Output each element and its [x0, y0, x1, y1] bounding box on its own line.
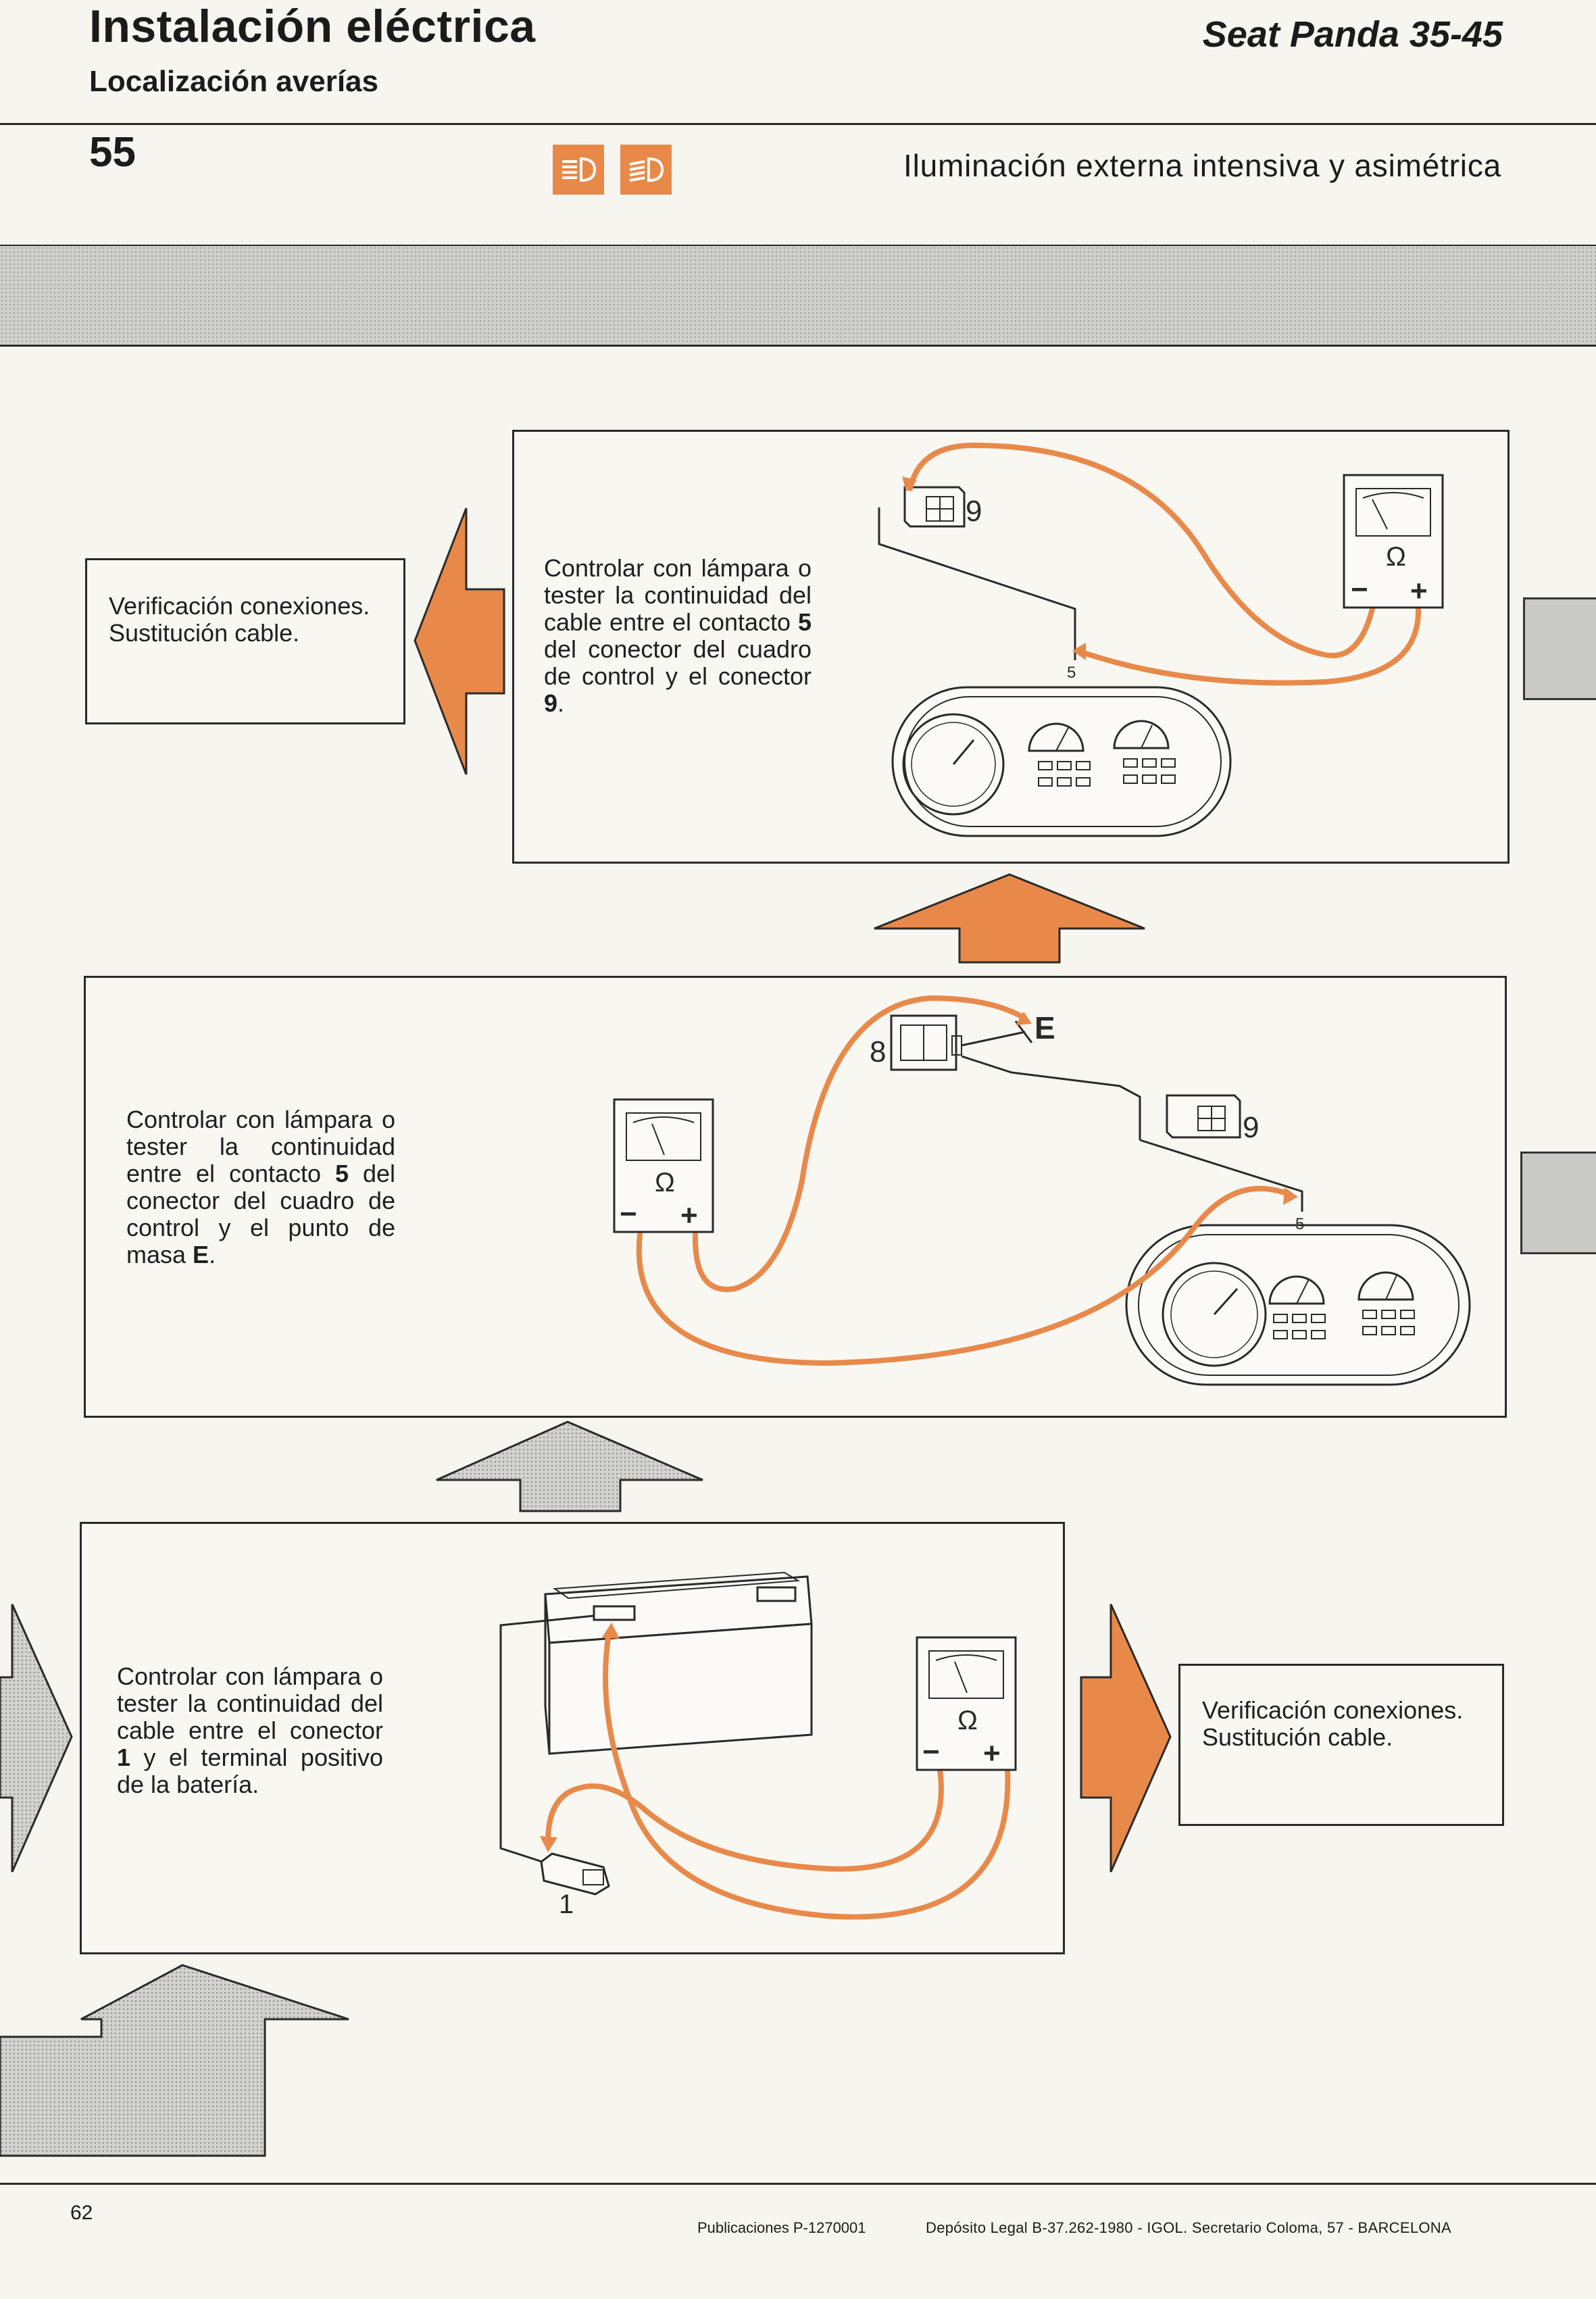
contact-5-label: 5 [1295, 1215, 1304, 1233]
section-number: 55 [89, 129, 136, 176]
ground-point-label: E [1034, 1010, 1055, 1045]
ohm-symbol: Ω [655, 1168, 675, 1197]
middle-step-panel: Controlar con lámpara o tester la contin… [84, 976, 1507, 1418]
middle-diagram: 8 E 5 9 Ω − + [613, 995, 1471, 1386]
top-instruction: Controlar con lámpara o tester la contin… [544, 554, 812, 717]
bottom-step-panel: Controlar con lámpara o tester la contin… [80, 1522, 1065, 1954]
bottom-diagram: 1 Ω − + [499, 1571, 1017, 1920]
up-gray-arrow-large [0, 1964, 349, 2157]
side-box-line: Sustitución cable. [109, 619, 300, 647]
up-orange-arrow [874, 873, 1145, 964]
ohmmeter: Ω − + [916, 1636, 1017, 1771]
ohm-symbol: Ω [957, 1706, 978, 1735]
publication-code: Publicaciones P-1270001 [697, 2219, 866, 2236]
left-orange-arrow [414, 508, 505, 775]
connector-8 [890, 1014, 962, 1071]
plus-sign: + [983, 1737, 1001, 1770]
bottom-instruction: Controlar con lámpara o tester la contin… [117, 1662, 383, 1798]
footer-rule [0, 2183, 1596, 2185]
document-title: Instalación eléctrica [89, 1, 536, 52]
gray-band [0, 246, 1596, 345]
top-step-panel: Controlar con lámpara o tester la contin… [512, 430, 1510, 864]
low-beam-icon [620, 145, 672, 195]
document-subtitle: Localización averías [89, 65, 378, 98]
connector-1-label: 1 [559, 1889, 574, 1919]
minus-sign: − [922, 1735, 940, 1769]
connector-1 [540, 1852, 610, 1896]
connector-9-label: 9 [966, 495, 982, 528]
header-rule [0, 123, 1596, 125]
contact-5-label: 5 [1067, 664, 1076, 682]
bottom-side-box: Verificación conexiones. Sustitución cab… [1178, 1664, 1504, 1826]
edge-tab [1520, 1152, 1596, 1254]
side-box-line: Verificación conexiones. [1202, 1696, 1464, 1724]
edge-tab [1523, 597, 1596, 700]
plus-sign: + [680, 1199, 698, 1232]
section-title: Iluminación externa intensiva y asimétri… [903, 148, 1501, 183]
instrument-cluster [1125, 1224, 1471, 1386]
battery [544, 1571, 813, 1755]
plus-sign: + [1410, 574, 1428, 608]
side-box-line: Verificación conexiones. [109, 592, 370, 620]
right-orange-arrow [1080, 1604, 1172, 1873]
page-number: 62 [70, 2202, 93, 2224]
up-gray-arrow [436, 1420, 703, 1512]
middle-instruction: Controlar con lámpara o tester la contin… [126, 1106, 395, 1268]
ohmmeter: Ω − + [1343, 474, 1444, 609]
vehicle-model: Seat Panda 35-45 [1202, 14, 1503, 55]
minus-sign: − [620, 1197, 637, 1231]
band-bottom-rule [0, 345, 1596, 347]
connector-9-label: 9 [1243, 1111, 1259, 1144]
instrument-cluster [891, 686, 1232, 837]
left-gray-arrow [0, 1604, 73, 1873]
band-top-rule [0, 245, 1596, 247]
connector-8-label: 8 [870, 1035, 886, 1068]
top-diagram: 5 9 Ω − + [878, 442, 1444, 837]
connector-9 [903, 486, 966, 528]
high-beam-icon [553, 145, 604, 195]
ohm-symbol: Ω [1386, 542, 1406, 572]
minus-sign: − [1351, 573, 1368, 606]
legal-deposit: Depósito Legal B-37.262-1980 - IGOL. Sec… [926, 2219, 1451, 2236]
side-box-line: Sustitución cable. [1202, 1723, 1393, 1751]
ohmmeter: Ω − + [613, 1098, 714, 1233]
connector-9 [1166, 1094, 1241, 1139]
top-side-box: Verificación conexiones. Sustitución cab… [85, 558, 405, 724]
